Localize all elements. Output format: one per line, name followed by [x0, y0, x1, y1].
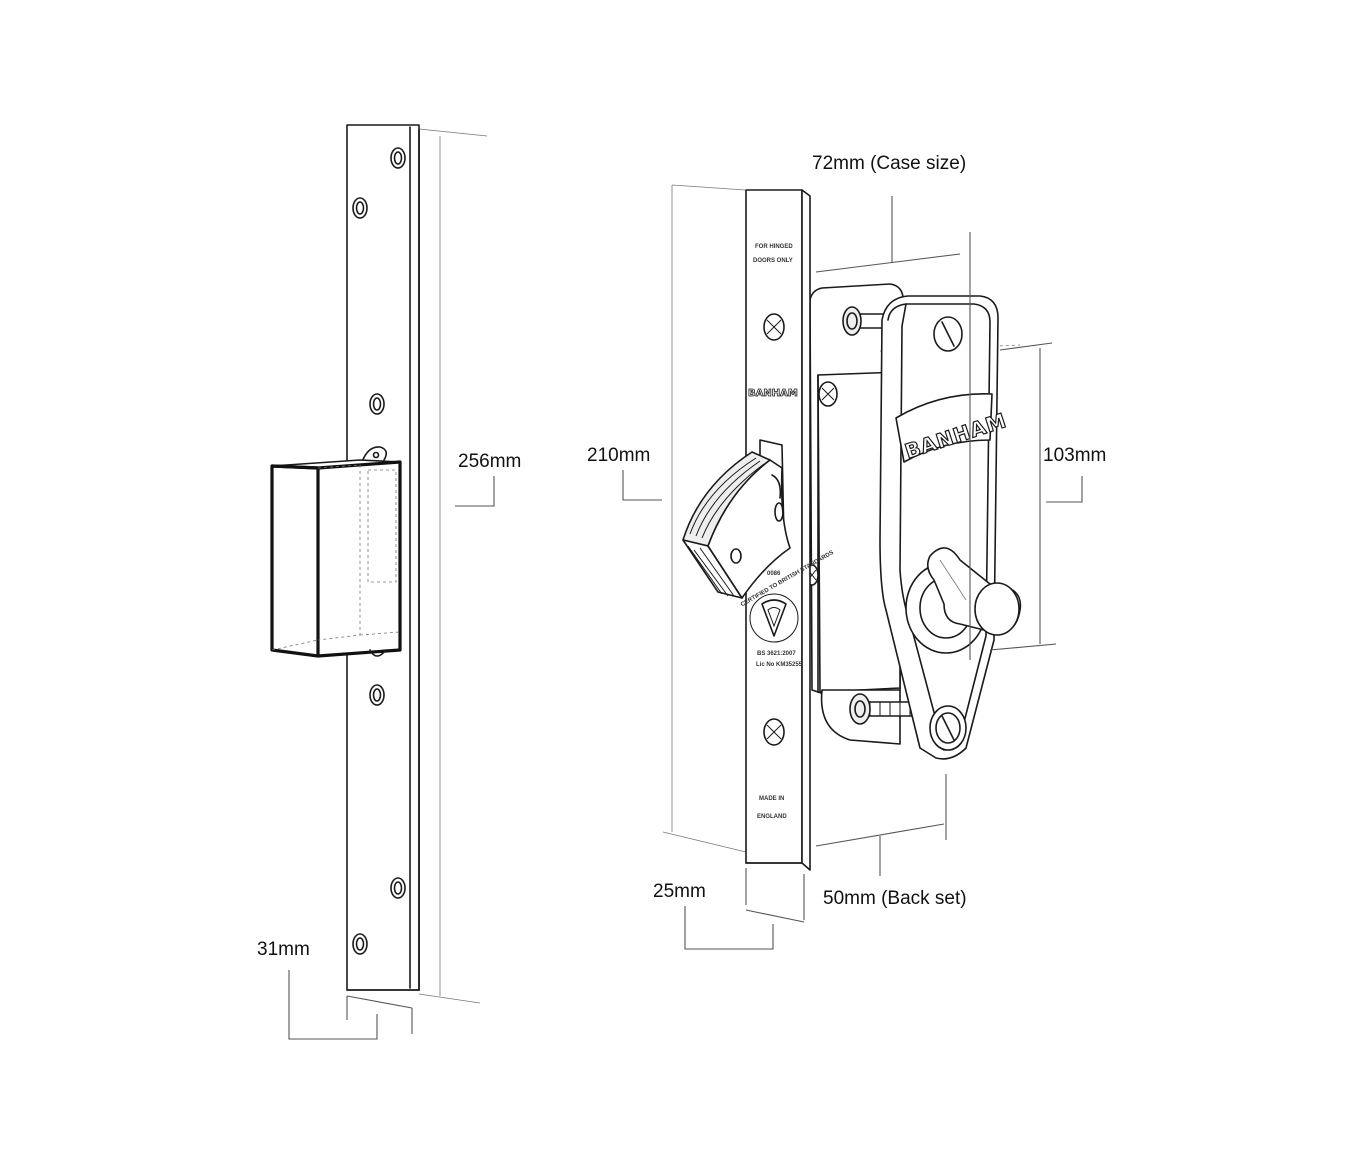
escutcheon-screw-icon — [933, 316, 963, 352]
escutcheon-screw-icon — [929, 705, 967, 751]
thumb-turn-knob — [905, 547, 1022, 654]
keep-screw-hole — [352, 933, 368, 955]
keep-screw-hole — [369, 393, 385, 415]
dim-72mm-label: 72mm (Case size) — [812, 153, 966, 174]
dim-25mm-label: 25mm — [653, 881, 706, 902]
dim-25mm: 25mm — [653, 868, 805, 950]
dim-210mm-label: 210mm — [587, 445, 650, 466]
dim-31mm: 31mm — [257, 939, 413, 1040]
dim-72mm: 72mm (Case size) — [812, 153, 971, 660]
dim-31mm-label: 31mm — [257, 939, 310, 960]
forend-brand-logo: BANHAM — [748, 388, 798, 399]
keep-screw-hole — [369, 684, 385, 706]
licence-number-text: Lic No KM35255 — [756, 662, 803, 668]
dim-103mm-label: 103mm — [1043, 445, 1106, 466]
dim-50mm-label: 50mm (Back set) — [823, 888, 967, 909]
keep-screw-hole — [390, 147, 406, 169]
forend-top-text-2: DOORS ONLY — [753, 258, 793, 264]
forend-top-text-1: FOR HINGED — [755, 244, 793, 250]
box-keep — [270, 446, 402, 658]
dim-256mm: 256mm — [455, 451, 521, 507]
dim-50mm: 50mm (Back set) — [815, 774, 967, 909]
keep-screw-hole — [352, 197, 368, 219]
case-screw-icon — [818, 381, 838, 407]
dim-256mm-label: 256mm — [458, 451, 521, 472]
escutcheon-plate: BANHAM — [879, 295, 1022, 760]
forend-screw-icon — [763, 313, 785, 341]
lock-body-assembly: FOR HINGED DOORS ONLY BANHAM 0086 CERTIF… — [587, 153, 1106, 950]
dim-103mm: 103mm — [989, 342, 1106, 651]
keep-plate-assembly: 256mm 31mm — [257, 124, 521, 1040]
forend-bottom-text-2: ENGLAND — [757, 814, 787, 820]
ce-mark-code: 0086 — [767, 571, 781, 577]
hook-bolt — [682, 439, 791, 599]
forend-screw-icon — [763, 718, 785, 746]
dim-210mm: 210mm — [587, 445, 662, 501]
kitemark-icon — [749, 593, 799, 643]
forend-bottom-text-1: MADE IN — [759, 796, 784, 802]
bs-standard-text: BS 3621:2007 — [757, 651, 796, 657]
keep-screw-hole — [390, 877, 406, 899]
